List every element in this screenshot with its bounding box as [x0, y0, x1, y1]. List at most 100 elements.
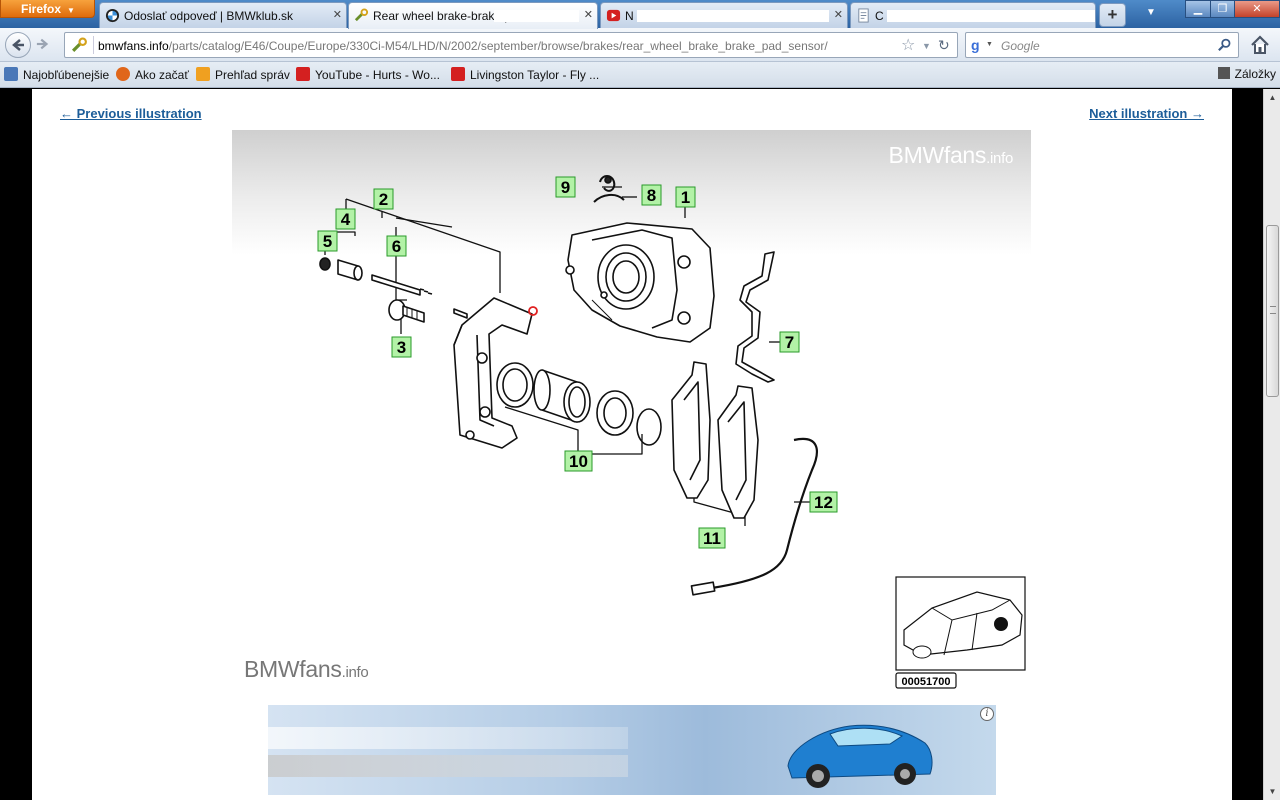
youtube-icon — [606, 9, 621, 22]
tab-bmwklub[interactable]: Odoslať odpoveď | BMWklub.sk ✕ — [99, 2, 347, 28]
scroll-up-arrow-icon[interactable]: ▲ — [1268, 93, 1277, 102]
rear-wheel-marker-icon — [994, 617, 1008, 631]
part-label-5[interactable]: 5 — [317, 230, 338, 252]
google-icon[interactable]: g — [971, 37, 980, 53]
bookmark-youtube-hurts[interactable]: YouTube - Hurts - Wo... — [296, 67, 440, 83]
tab-youtube[interactable]: N ✕ — [600, 2, 848, 28]
svg-text:1: 1 — [681, 188, 690, 207]
firefox-menu-button[interactable]: Firefox ▼ — [0, 0, 95, 18]
bookmark-livingston-taylor[interactable]: Livingston Taylor - Fly ... — [451, 67, 599, 83]
tab-bmwfans[interactable]: Rear wheel brake-brake p ✕ — [348, 2, 598, 29]
part-labels: 1 2 3 4 5 6 7 8 9 10 11 12 — [317, 176, 838, 549]
vertical-scrollbar[interactable]: ▲ ▼ — [1263, 89, 1280, 800]
page-body: ← Previous illustration Next illustratio… — [32, 89, 1232, 800]
new-tab-button[interactable]: + — [1099, 3, 1126, 27]
part-label-11[interactable]: 11 — [698, 527, 726, 549]
chevron-down-icon[interactable]: ▼ — [986, 41, 993, 48]
ad-banner[interactable]: i — [268, 705, 996, 795]
scroll-down-arrow-icon[interactable]: ▼ — [1268, 787, 1277, 796]
page-icon — [858, 8, 869, 23]
window-close-button[interactable]: ✕ — [1234, 0, 1280, 18]
bookmark-label: Ako začať — [135, 68, 189, 82]
watermark-suffix: .info — [986, 150, 1013, 167]
divider — [93, 36, 94, 54]
tab-strip: Firefox▼ Odoslať odpoveď | BMWklub.sk ✕ … — [0, 0, 1280, 29]
bookmark-label: Livingston Taylor - Fly ... — [470, 68, 600, 82]
minimize-button[interactable]: ▁ — [1185, 0, 1211, 18]
tab-title: Rear wheel brake-brake p — [373, 9, 512, 23]
diagram-id: 00051700 — [902, 676, 951, 688]
svg-text:10: 10 — [569, 452, 588, 471]
tab-other[interactable]: C — [850, 2, 1096, 28]
part-7-spring-shape — [735, 251, 775, 383]
close-icon[interactable]: ✕ — [583, 9, 593, 21]
page-viewport: ← Previous illustration Next illustratio… — [0, 89, 1263, 800]
next-illustration-link[interactable]: Next illustration → — [1089, 106, 1204, 121]
tab-list-dropdown-icon[interactable]: ▼ — [1146, 7, 1156, 18]
url-host: bmwfans.info — [98, 39, 169, 53]
youtube-icon — [296, 67, 310, 81]
search-input[interactable]: Google — [1001, 39, 1040, 53]
part-label-1[interactable]: 1 — [675, 186, 696, 208]
firefox-icon — [116, 67, 130, 81]
grip-icon — [1270, 306, 1276, 314]
url-path: /parts/catalog/E46/Coupe/Europe/330Ci-M5… — [168, 39, 828, 53]
forward-button[interactable] — [33, 32, 53, 58]
part-label-4[interactable]: 4 — [335, 208, 356, 230]
scrollbar-thumb[interactable] — [1266, 225, 1279, 397]
part-label-12[interactable]: 12 — [809, 491, 838, 513]
maximize-button[interactable]: ❐ — [1210, 0, 1235, 18]
part-label-9[interactable]: 9 — [555, 176, 576, 198]
blurred-region — [494, 10, 579, 22]
navigation-toolbar: bmwfans.info/parts/catalog/E46/Coupe/Eur… — [0, 28, 1280, 62]
close-icon[interactable]: ✕ — [332, 9, 342, 21]
ad-info-icon[interactable]: i — [980, 707, 994, 721]
bookmark-getting-started[interactable]: Ako začať — [116, 67, 189, 83]
back-button[interactable] — [5, 32, 31, 58]
part-label-8[interactable]: 8 — [641, 184, 662, 206]
watermark-suffix: .info — [341, 664, 369, 681]
svg-text:7: 7 — [785, 333, 794, 352]
svg-text:4: 4 — [341, 210, 351, 229]
part-5-shape — [319, 257, 331, 271]
svg-text:8: 8 — [647, 186, 656, 205]
history-dropdown-icon[interactable]: ▼ — [922, 41, 931, 51]
home-icon[interactable] — [1249, 34, 1271, 56]
part-label-2[interactable]: 2 — [373, 188, 394, 210]
watermark-main: BMWfans — [244, 656, 342, 682]
firefox-menu-label: Firefox — [21, 2, 62, 16]
brake-assembly-drawing: 1 2 3 4 5 6 7 8 9 10 11 12 — [317, 175, 1026, 689]
blurred-region — [887, 10, 1095, 22]
part-label-7[interactable]: 7 — [779, 331, 800, 353]
bmw-logo-icon — [105, 8, 120, 23]
svg-text:11: 11 — [703, 529, 721, 548]
part-label-6[interactable]: 6 — [386, 235, 407, 257]
part-label-3[interactable]: 3 — [391, 336, 412, 358]
bookmark-most-visited[interactable]: Najobľúbenejšie — [4, 67, 109, 83]
bookmark-star-icon[interactable]: ☆ — [901, 37, 916, 54]
rss-feed-icon — [196, 67, 210, 81]
close-icon[interactable]: ✕ — [833, 9, 843, 21]
part-8-shape — [593, 194, 625, 203]
blurred-ad-text — [268, 755, 628, 777]
blurred-ad-text — [268, 727, 628, 749]
previous-illustration-link[interactable]: ← Previous illustration — [60, 106, 202, 121]
bookmarks-menu[interactable]: Záložky — [1217, 67, 1276, 81]
svg-text:6: 6 — [392, 237, 401, 256]
chevron-down-icon: ▼ — [67, 6, 75, 15]
site-identity-icon[interactable] — [71, 37, 88, 54]
search-icon[interactable] — [1218, 38, 1232, 52]
parts-diagram: BMWfans.info — [232, 130, 1031, 700]
highlight-ring — [528, 306, 538, 316]
bookmark-label: Najobľúbenejšie — [23, 68, 110, 82]
address-bar[interactable]: bmwfans.info/parts/catalog/E46/Coupe/Eur… — [64, 32, 958, 58]
url-text[interactable]: bmwfans.info/parts/catalog/E46/Coupe/Eur… — [98, 39, 828, 53]
search-bar[interactable]: g ▼ Google — [965, 32, 1239, 58]
bookmarks-icon — [1217, 67, 1230, 79]
blurred-region — [637, 10, 829, 22]
bookmark-news[interactable]: Prehľad správ — [196, 67, 290, 83]
car-photo-icon — [787, 724, 933, 788]
part-12-sensor-cable-shape — [711, 437, 818, 590]
reload-icon[interactable]: ↻ — [938, 37, 950, 53]
part-label-10[interactable]: 10 — [564, 450, 593, 472]
